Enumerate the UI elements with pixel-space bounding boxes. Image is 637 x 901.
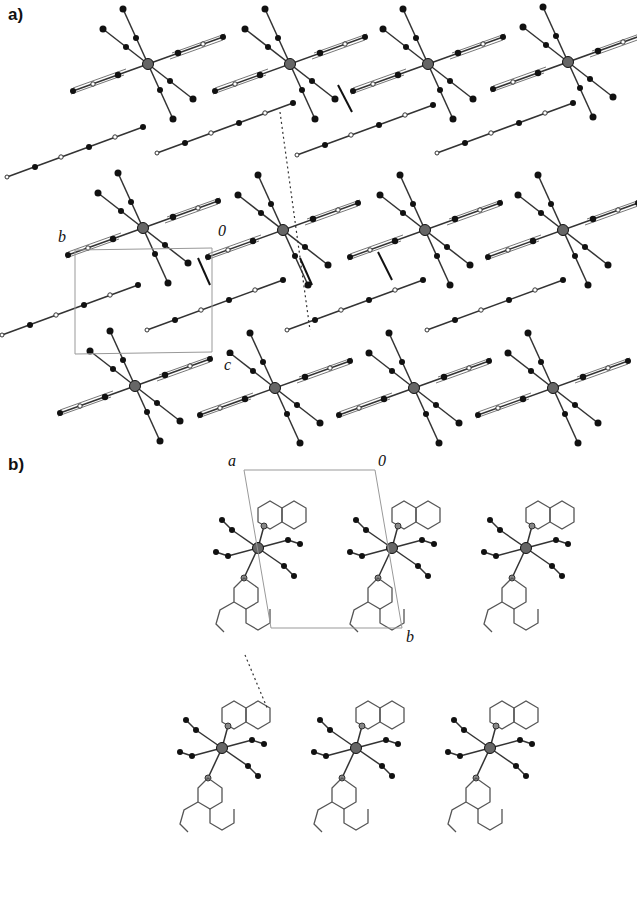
origin-label: 0 <box>376 452 388 470</box>
panel-label: a) <box>6 6 25 25</box>
origin-label: 0 <box>216 222 228 240</box>
unit-cell <box>75 248 212 354</box>
packed-molecules <box>177 501 574 832</box>
axis-label: a <box>226 452 238 470</box>
linear-chains <box>0 100 576 337</box>
axis-label: b <box>56 228 68 246</box>
metal-complexes <box>57 4 637 447</box>
contact-line <box>245 655 268 710</box>
contact-lines <box>198 85 392 440</box>
unit-cell <box>244 470 402 628</box>
axis-label: b <box>404 628 416 646</box>
panel-label: b) <box>6 456 26 475</box>
axis-label: c <box>222 356 233 374</box>
